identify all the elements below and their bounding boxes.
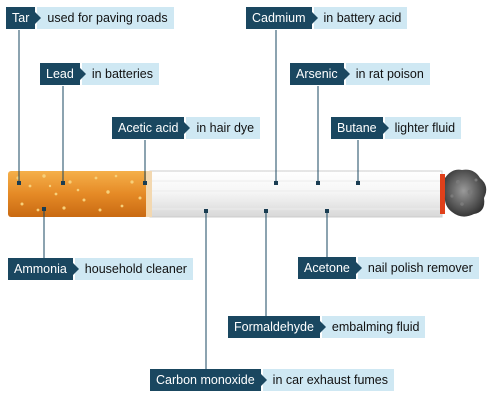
formaldehyde-label: Formaldehyde [228,316,326,338]
acetic-acid-marker [143,181,147,185]
arsenic-marker [316,181,320,185]
lead-label: Lead [40,63,86,85]
cadmium-callout: Cadmium in battery acid [246,7,408,29]
cigarette-filter [8,171,148,217]
ammonia-callout: Ammonia household cleaner [8,258,193,280]
arsenic-callout: Arsenic in rat poison [290,63,430,85]
lead-marker [61,181,65,185]
lead-callout: Lead in batteries [40,63,159,85]
formaldehyde-marker [264,209,268,213]
butane-label: Butane [331,117,389,139]
ash-texture [450,178,478,206]
carbon-monoxide-label: Carbon monoxide [150,369,267,391]
paper-stripes [150,180,442,210]
marker-dots [17,181,360,213]
cadmium-description: in battery acid [313,7,408,29]
tar-label: Tar [6,7,42,29]
acetone-callout: Acetone nail polish remover [298,257,479,279]
butane-marker [356,181,360,185]
carbon-monoxide-marker [204,209,208,213]
ammonia-description: household cleaner [74,258,193,280]
lead-description: in batteries [81,63,159,85]
filter-band [146,171,152,217]
carbon-monoxide-callout: Carbon monoxide in car exhaust fumes [150,369,395,391]
connector-lines [18,30,359,369]
butane-callout: Butane lighter fluid [331,117,462,139]
filter-speckles [16,174,142,212]
acetone-label: Acetone [298,257,362,279]
carbon-monoxide-description: in car exhaust fumes [262,369,395,391]
acetone-description: nail polish remover [357,257,479,279]
ammonia-marker [42,207,46,211]
cigarette-paper [149,170,443,218]
ash [444,169,487,217]
ember [440,174,445,214]
formaldehyde-description: embalming fluid [321,316,426,338]
acetic-acid-label: Acetic acid [112,117,191,139]
tar-description: used for paving roads [37,7,174,29]
butane-description: lighter fluid [384,117,462,139]
acetone-marker [325,209,329,213]
ammonia-label: Ammonia [8,258,79,280]
cadmium-label: Cadmium [246,7,317,29]
acetic-acid-description: in hair dye [186,117,261,139]
cadmium-marker [274,181,278,185]
arsenic-description: in rat poison [345,63,430,85]
tar-callout: Tar used for paving roads [6,7,174,29]
arsenic-label: Arsenic [290,63,350,85]
tar-marker [17,181,21,185]
formaldehyde-callout: Formaldehyde embalming fluid [228,316,426,338]
acetic-acid-callout: Acetic acid in hair dye [112,117,261,139]
